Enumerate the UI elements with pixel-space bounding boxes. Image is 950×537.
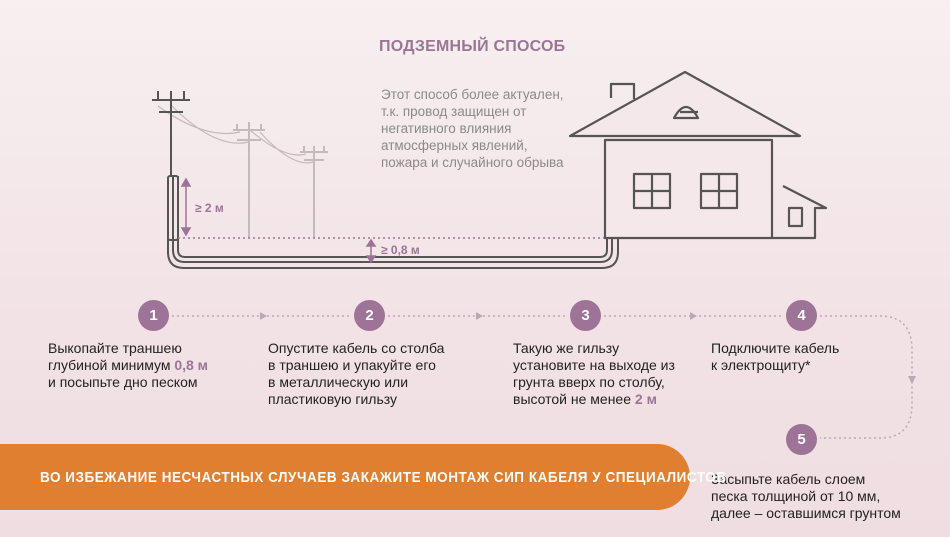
trench-depth-label: ≥ 0,8 м [381,243,420,257]
step-4-number: 4 [786,300,817,331]
step-1-text-before: Выкопайте траншею глубиной минимум [48,340,182,373]
method-description: Этот способ более актуален, т.к. провод … [381,87,564,170]
warning-banner-text: ВО ИЗБЕЖАНИЕ НЕСЧАСТНЫХ СЛУЧАЕВ ЗАКАЖИТЕ… [40,468,727,486]
warning-banner: ВО ИЗБЕЖАНИЕ НЕСЧАСТНЫХ СЛУЧАЕВ ЗАКАЖИТЕ… [0,444,726,510]
step-2-text: Опустите кабель со столба в траншею и уп… [268,340,444,408]
step-5-text-before: Засыпьте кабель слоем песка толщиной от … [711,471,901,521]
step-3-text: Такую же гильзу установите на выходе из … [513,340,675,408]
step-1-highlight: 0,8 м [174,357,209,373]
page-title: ПОДЗЕМНЫЙ СПОСОБ [379,38,566,55]
trench-depth-dimension [365,238,377,264]
step-1-text-after: и посыпьте дно песком [48,374,198,390]
background-pole-1 [233,122,265,238]
step-2-text-before: Опустите кабель со столба в траншею и уп… [268,340,445,407]
step-3-text-before: Такую же гильзу установите на выходе из … [513,340,675,407]
background-pole-2 [300,146,328,238]
overhead-wire [157,103,315,164]
step-4-text-before: Подключите кабель к электрощиту* [711,340,840,373]
step-5-text: Засыпьте кабель слоем песка толщиной от … [711,471,901,522]
house [568,70,828,240]
background-poles [157,103,328,238]
step-5-number: 5 [786,424,817,455]
window-annex [787,206,804,228]
pole-height-label: ≥ 2 м [195,201,224,215]
underground-cable [167,176,619,269]
pole-height-dimension [180,177,192,237]
step-1-number: 1 [138,300,169,331]
connector-arrows [260,312,916,384]
step-1-text: Выкопайте траншею глубиной минимум 0,8 м… [48,340,208,391]
main-pole [152,91,190,241]
step-4-text: Подключите кабель к электрощиту* [711,340,839,374]
step-3-highlight: 2 м [634,391,657,407]
step-3-number: 3 [570,300,601,331]
step-2-number: 2 [354,300,385,331]
